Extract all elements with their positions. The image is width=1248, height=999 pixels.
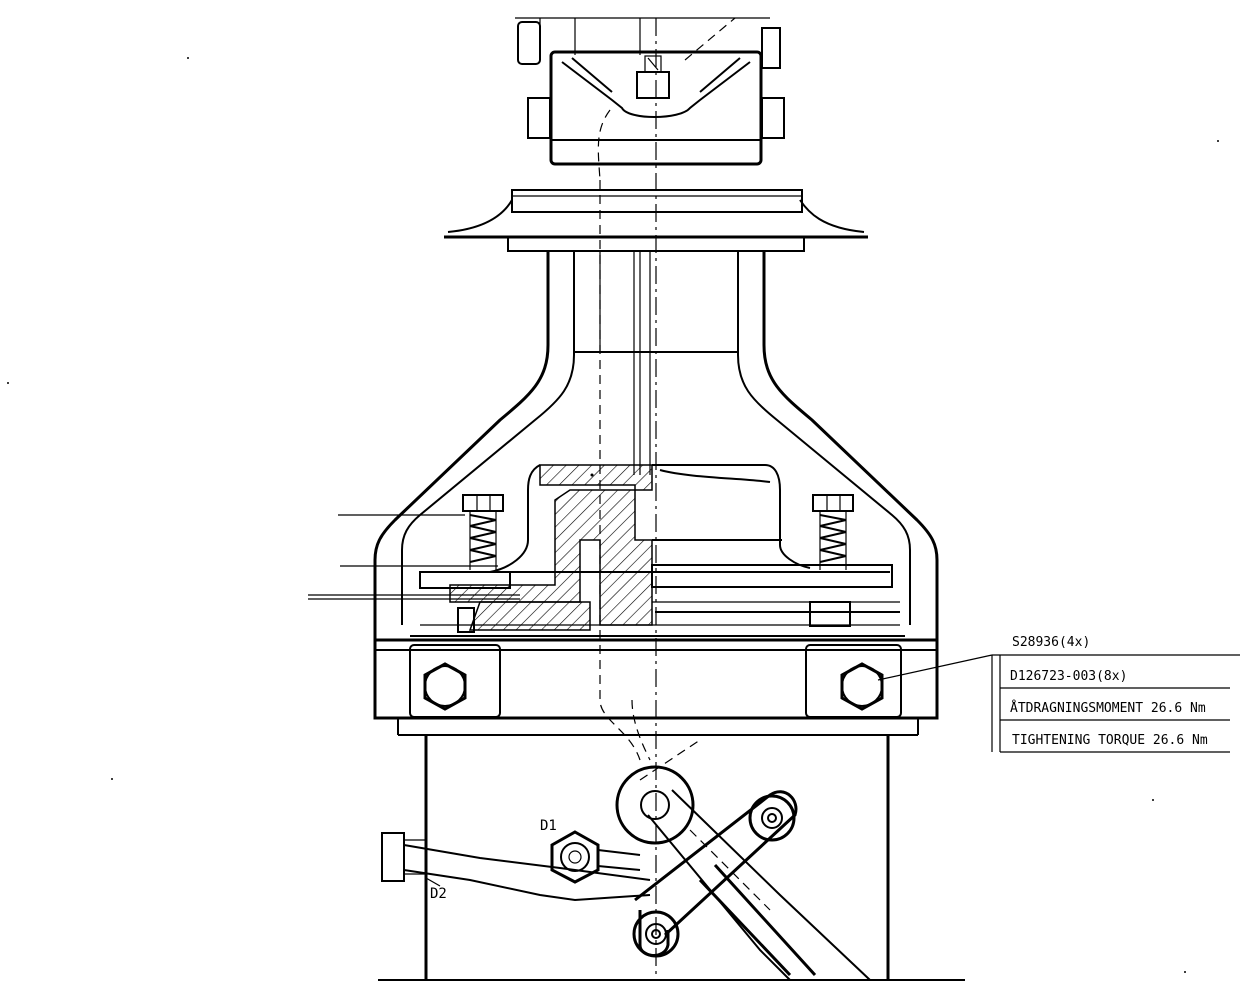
top-coupling-housing — [515, 17, 785, 181]
callout-leader — [877, 654, 1240, 753]
d1-lever — [550, 830, 641, 884]
d2-link — [403, 844, 651, 902]
part-number-callout: S28936(4x) — [1012, 635, 1090, 650]
torque-callout-english: TIGHTENING TORQUE 26.6 Nm — [1012, 733, 1208, 748]
lower-body — [378, 735, 965, 981]
d2-label: D2 — [430, 886, 447, 902]
hex-bolt-right — [840, 662, 884, 711]
scan-specks — [7, 57, 1219, 973]
torque-callout-swedish: ÅTDRAGNINGSMOMENT 26.6 Nm — [1010, 700, 1206, 716]
bolt-number-callout: D126723-003(8x) — [1010, 669, 1127, 684]
left-spring-bolt — [462, 494, 504, 570]
diagonal-arm — [615, 739, 871, 981]
left-leaders — [308, 514, 520, 600]
hex-bolt-left — [423, 662, 467, 711]
centerlines — [599, 18, 657, 980]
right-spring-bolt — [809, 494, 854, 627]
d1-label: D1 — [540, 818, 557, 834]
internal-hub — [410, 464, 905, 637]
conical-housing — [373, 252, 939, 640]
